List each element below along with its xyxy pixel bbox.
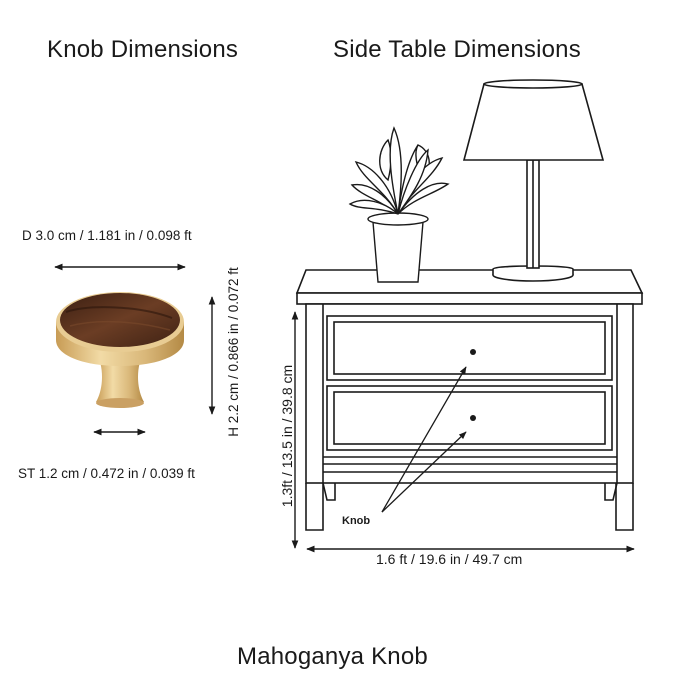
knob-callout-arrow-top — [381, 366, 467, 513]
knob-callout-arrow-bottom — [381, 431, 467, 513]
knob-callout-label: Knob — [342, 515, 371, 527]
knob-diameter-label: D 3.0 cm / 1.181 in / 0.098 ft — [22, 228, 192, 243]
product-caption: Mahoganya Knob — [237, 643, 428, 670]
side-table-drawing — [295, 269, 644, 531]
lamp-drawing — [462, 79, 605, 282]
knob-image — [56, 292, 184, 408]
knob-stem-label: ST 1.2 cm / 0.472 in / 0.039 ft — [18, 466, 195, 481]
potted-plant-drawing — [348, 126, 450, 283]
table-width-label: 1.6 ft / 19.6 in / 49.7 cm — [376, 551, 523, 567]
knob-dimensions-title: Knob Dimensions — [47, 36, 239, 63]
side-table-dimensions-title: Side Table Dimensions — [333, 36, 581, 63]
drawer-knob-bottom — [470, 415, 476, 421]
drawer-knob-top — [470, 349, 476, 355]
